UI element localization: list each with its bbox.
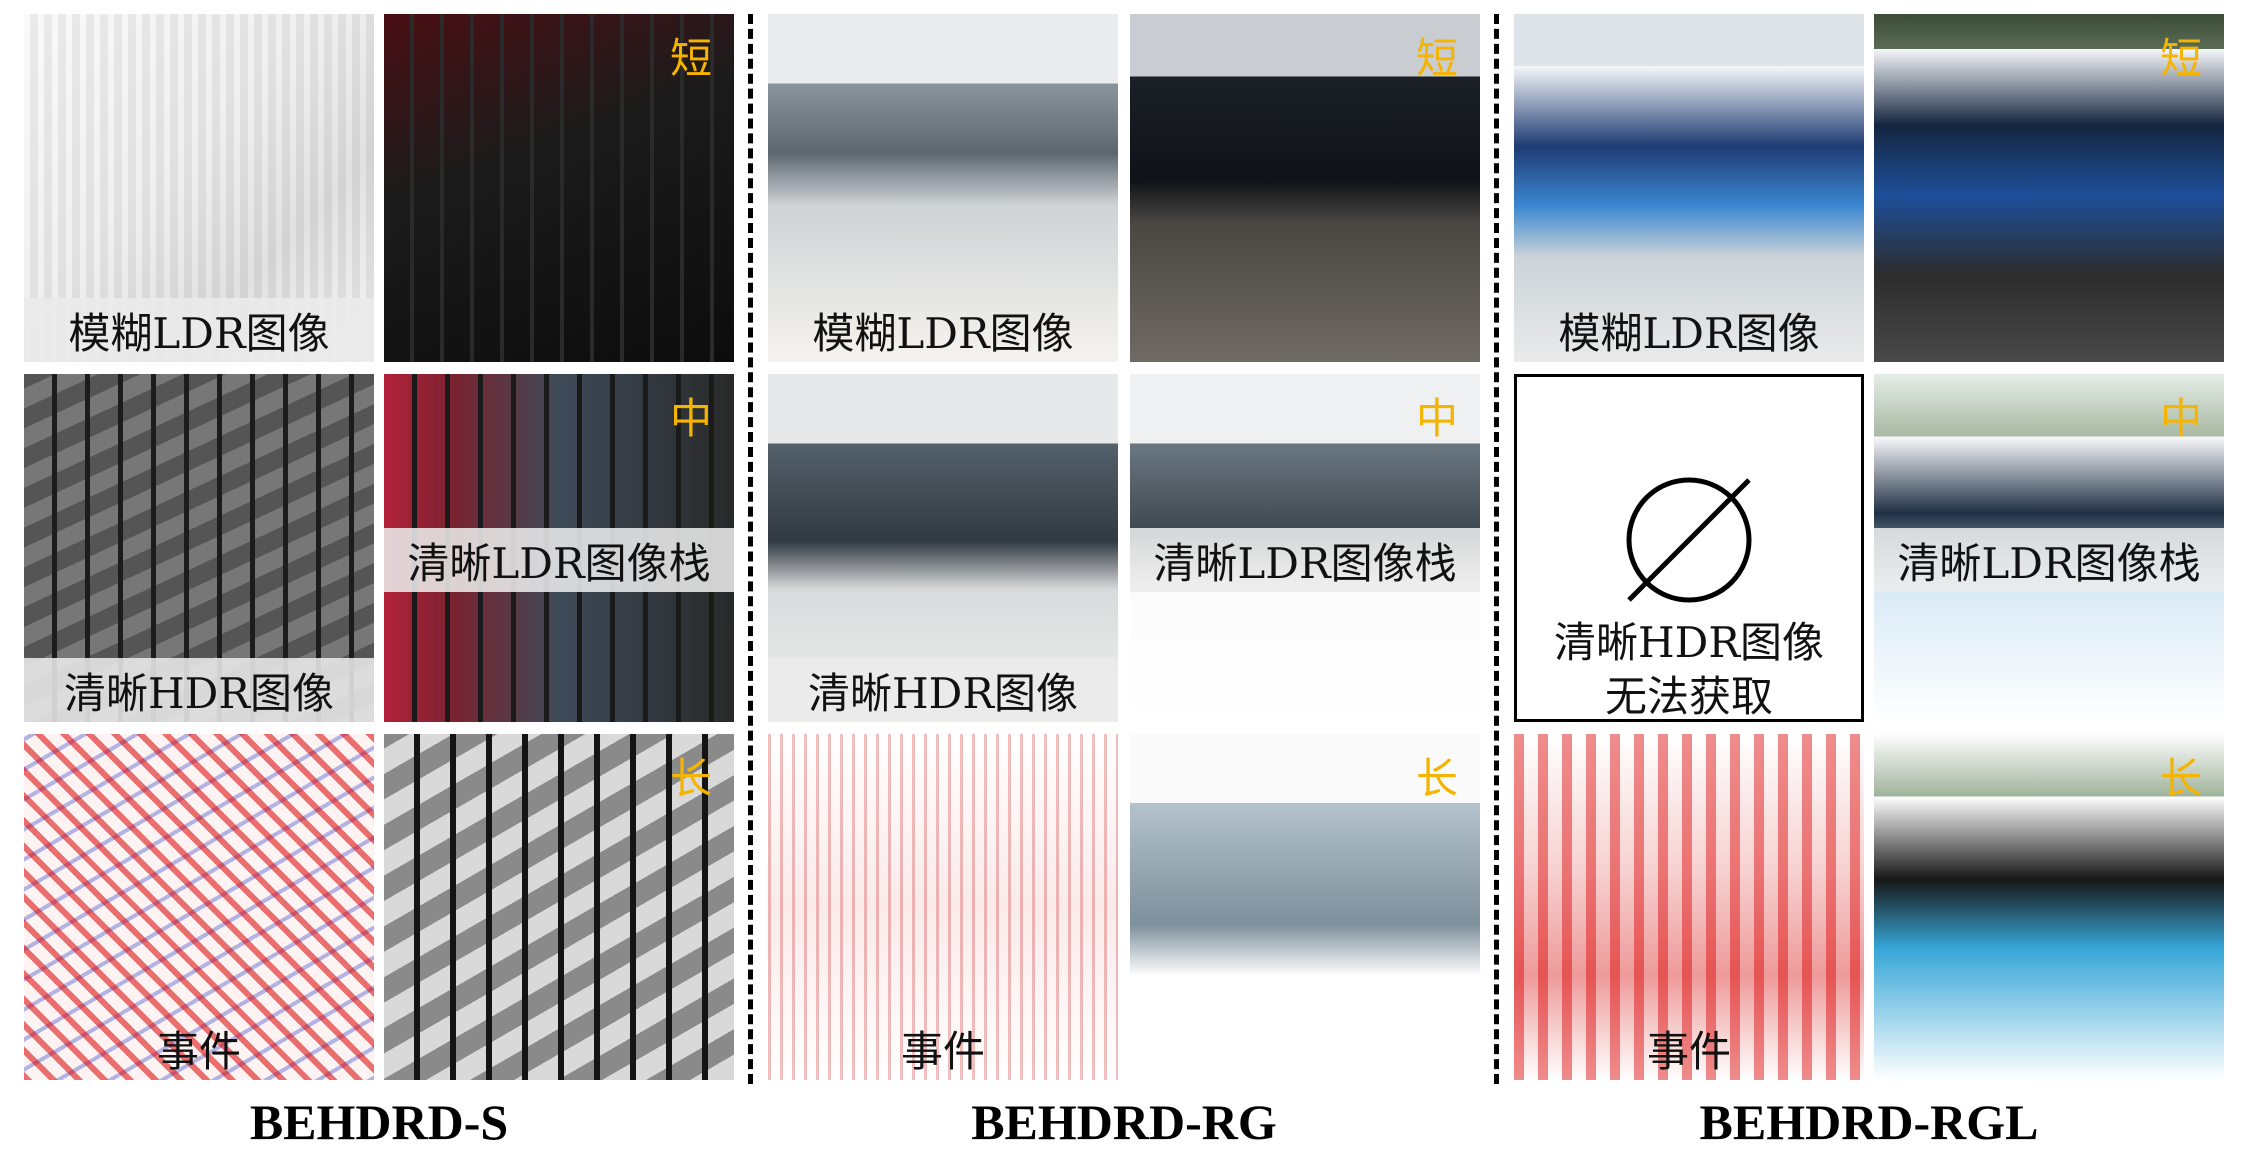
divider-right: [1494, 14, 1499, 1084]
dataset-title-rg: BEHDRD-RG: [971, 1094, 1277, 1150]
divider-left: [748, 14, 753, 1084]
s-blurry-ldr-label: 模糊LDR图像: [24, 298, 374, 362]
s-long-badge: 长: [669, 753, 712, 803]
s-mid-exposure-panel: 中 清晰LDR图像栈: [384, 374, 734, 722]
empty-set-icon: [1626, 477, 1752, 603]
rg-short-badge: 短: [1415, 33, 1458, 83]
rgl-events-label: 事件: [1646, 1026, 1731, 1076]
s-events-label: 事件: [156, 1026, 241, 1076]
s-sharp-hdr-label: 清晰HDR图像: [24, 658, 374, 722]
rg-long-exposure-panel: 长: [1130, 734, 1480, 1080]
s-sharp-ldr-stack-label: 清晰LDR图像栈: [384, 528, 734, 592]
s-short-badge: 短: [669, 33, 712, 83]
s-long-exposure-panel: 长: [384, 734, 734, 1080]
rgl-long-badge: 长: [2159, 753, 2202, 803]
dataset-title-rgl: BEHDRD-RGL: [1699, 1094, 2039, 1150]
s-mid-badge: 中: [669, 393, 712, 443]
rgl-blurry-ldr-panel: 模糊LDR图像: [1514, 14, 1864, 362]
rgl-hdr-unavailable-line1: 清晰HDR图像: [1554, 618, 1824, 667]
rgl-short-exposure-panel: 短: [1874, 14, 2224, 362]
rg-short-exposure-panel: 短: [1130, 14, 1480, 362]
rg-mid-badge: 中: [1415, 393, 1458, 443]
rg-sharp-hdr-label: 清晰HDR图像: [768, 658, 1118, 722]
rgl-mid-exposure-panel: 中 清晰LDR图像栈: [1874, 374, 2224, 722]
dataset-title-s: BEHDRD-S: [249, 1094, 509, 1150]
rgl-blurry-ldr-label: 模糊LDR图像: [1558, 308, 1820, 358]
s-sharp-hdr-panel: 清晰HDR图像: [24, 374, 374, 722]
rgl-mid-badge: 中: [2159, 393, 2202, 443]
rgl-short-badge: 短: [2159, 33, 2202, 83]
s-short-exposure-panel: 短: [384, 14, 734, 362]
s-events-panel: 事件: [24, 734, 374, 1080]
rg-events-label: 事件: [900, 1026, 985, 1076]
rg-blurry-ldr-panel: 模糊LDR图像: [768, 14, 1118, 362]
rgl-long-exposure-panel: 长: [1874, 734, 2224, 1080]
rg-sharp-ldr-stack-label: 清晰LDR图像栈: [1130, 528, 1480, 592]
s-blurry-ldr-panel: 模糊LDR图像: [24, 14, 374, 362]
rgl-events-panel: 事件: [1514, 734, 1864, 1080]
rgl-hdr-unavailable-box: 清晰HDR图像 无法获取: [1514, 374, 1864, 722]
rgl-hdr-unavailable-line2: 无法获取: [1604, 672, 1773, 721]
rg-blurry-ldr-label: 模糊LDR图像: [812, 308, 1074, 358]
rg-long-badge: 长: [1415, 753, 1458, 803]
rg-events-panel: 事件: [768, 734, 1118, 1080]
rg-sharp-hdr-panel: 清晰HDR图像: [768, 374, 1118, 722]
rg-mid-exposure-panel: 中 清晰LDR图像栈: [1130, 374, 1480, 722]
rgl-sharp-ldr-stack-label: 清晰LDR图像栈: [1874, 528, 2224, 592]
